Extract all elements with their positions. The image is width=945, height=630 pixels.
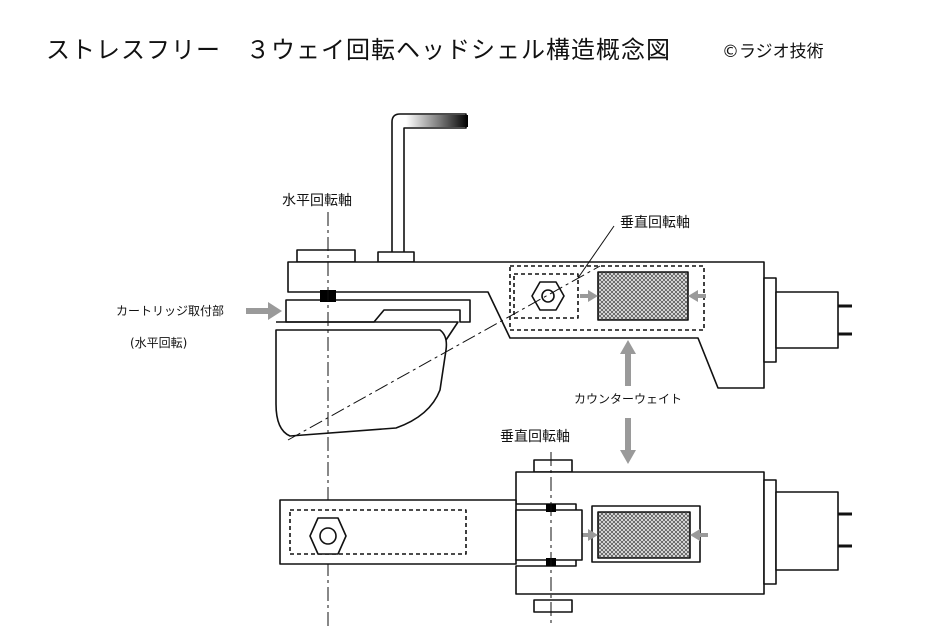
- cartridge-slot: [289, 509, 467, 555]
- label-horizontal-rotation: (水平回転): [130, 336, 188, 350]
- cartridge-mount-arrow: [246, 302, 282, 320]
- axis-nut-top: [296, 249, 356, 263]
- hex-nut-upper: [531, 281, 565, 311]
- label-counterweight: カウンターウェイト: [574, 392, 683, 406]
- pivot-tongue: [515, 509, 583, 561]
- connector-lower: [763, 479, 852, 585]
- axis-nut-lower-bottom: [533, 599, 573, 613]
- finger-lift: [377, 113, 468, 263]
- label-cartridge-mount: カートリッジ取付部: [116, 304, 225, 318]
- cartridge-plate: [285, 299, 471, 323]
- counterweight-arrows: [620, 340, 636, 464]
- counterweight-upper: [597, 271, 689, 321]
- vertical-axis-housing: [513, 273, 579, 319]
- weight-adjust-arrows-lower: [580, 529, 708, 541]
- copyright-notice: ©ラジオ技術: [722, 42, 824, 62]
- inner-cavity: [509, 265, 705, 331]
- vertical-axis-leader: [577, 225, 615, 279]
- connector: [763, 277, 852, 363]
- cartridge-body: [275, 329, 448, 437]
- counterweight-lower: [597, 511, 691, 559]
- pivot-line: [287, 265, 601, 441]
- label-horizontal-axis: 水平回転軸: [282, 193, 352, 209]
- label-vertical-axis-bottom: 垂直回転軸: [500, 429, 570, 445]
- weight-adjust-arrows-upper: [580, 290, 706, 302]
- label-vertical-axis-top: 垂直回転軸: [620, 215, 690, 231]
- hex-nut-lower: [309, 517, 347, 555]
- axis-nut-lower-top: [533, 459, 573, 473]
- page-title: ストレスフリー ３ウェイ回転ヘッドシェル構造概念図: [46, 36, 671, 64]
